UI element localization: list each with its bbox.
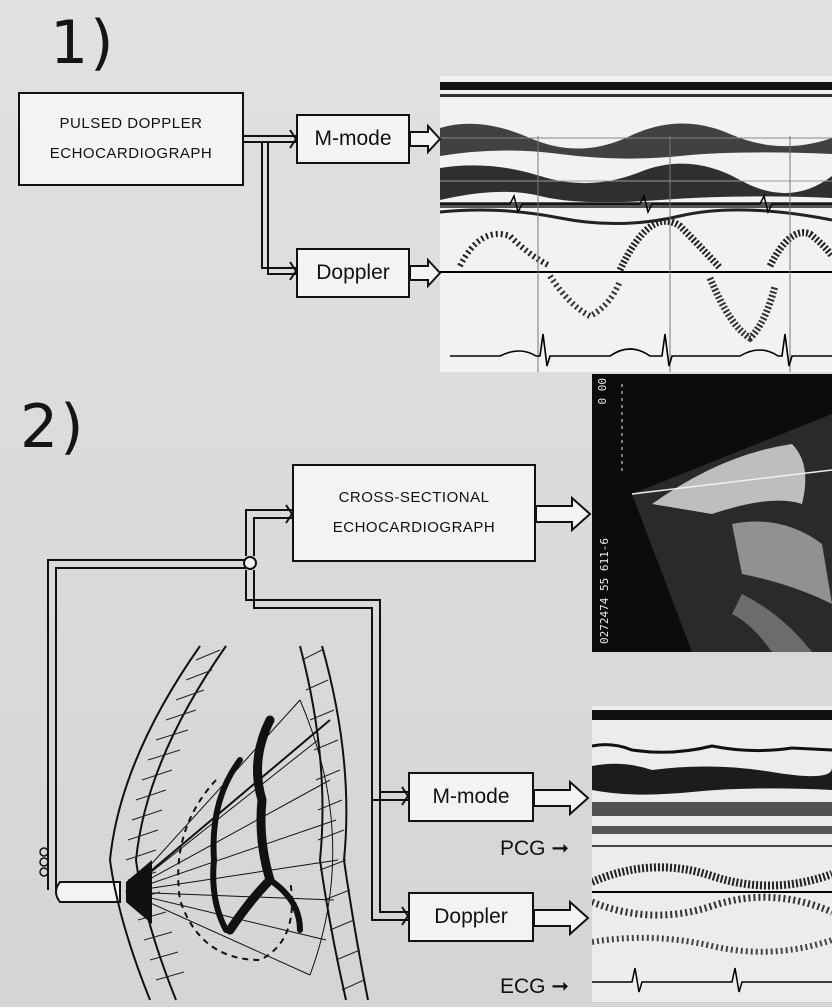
section-1-number: 1) bbox=[50, 8, 116, 78]
section1-mmode-label: M-mode bbox=[314, 127, 391, 151]
ecg-label-text: ECG bbox=[500, 975, 546, 998]
section2-mmode-label: M-mode bbox=[432, 785, 509, 809]
section1-recording-svg bbox=[440, 76, 832, 372]
section1-doppler-box: Doppler bbox=[296, 248, 410, 298]
section2-recording-panel bbox=[592, 706, 832, 1002]
pulsed-doppler-line1: PULSED DOPPLER bbox=[50, 109, 213, 139]
ecg-label: ECG ➞ bbox=[500, 974, 569, 999]
echo-top-text: 0 00 bbox=[596, 378, 609, 405]
section1-mmode-box: M-mode bbox=[296, 114, 410, 164]
ecg-arrow-icon: ➞ bbox=[546, 975, 569, 998]
pulsed-doppler-line2: ECHOCARDIOGRAPH bbox=[50, 139, 213, 169]
pcg-label-text: PCG bbox=[500, 837, 546, 860]
cross-sectional-echocardiograph-box: CROSS-SECTIONAL ECHOCARDIOGRAPH bbox=[292, 464, 536, 562]
cross-sectional-echo-image: 0272474 55 611-6 0 00 bbox=[592, 374, 832, 652]
pcg-label: PCG ➞ bbox=[500, 836, 569, 861]
section2-doppler-label: Doppler bbox=[434, 905, 508, 929]
section1-doppler-label: Doppler bbox=[316, 261, 390, 285]
section2-doppler-box: Doppler bbox=[408, 892, 534, 942]
section-2-number: 2) bbox=[20, 392, 86, 462]
cross-sectional-line1: CROSS-SECTIONAL bbox=[333, 483, 496, 513]
section1-recording-panel bbox=[440, 76, 832, 372]
pcg-arrow-icon: ➞ bbox=[546, 837, 569, 860]
echo-side-text: 0272474 55 611-6 bbox=[598, 414, 618, 644]
cross-sectional-line2: ECHOCARDIOGRAPH bbox=[333, 513, 496, 543]
echo-sector-svg bbox=[592, 374, 832, 652]
section2-mmode-box: M-mode bbox=[408, 772, 534, 822]
section2-recording-svg bbox=[592, 706, 832, 1002]
pulsed-doppler-echocardiograph-box: PULSED DOPPLER ECHOCARDIOGRAPH bbox=[18, 92, 244, 186]
